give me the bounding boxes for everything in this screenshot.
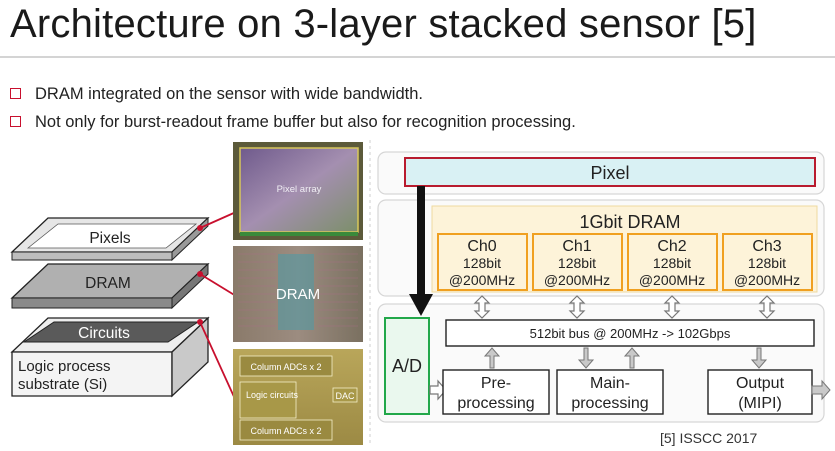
output-line1: Output: [736, 375, 785, 392]
block-diagram: Pixel 1Gbit DRAM Ch0 128bit @200MHz Ch1 …: [377, 151, 831, 423]
pixel-block: [404, 157, 816, 187]
output-out-arrow: [811, 379, 831, 401]
channel-width: 128bit: [558, 255, 596, 271]
pixel-array-label: Pixel array: [277, 184, 322, 195]
channel-name: Ch1: [562, 238, 591, 255]
preprocessing-line1: Pre-: [481, 375, 511, 392]
dac-label: DAC: [335, 391, 355, 401]
channel-frequency: @200MHz: [449, 272, 515, 288]
bus-label: 512bit bus @ 200MHz -> 102Gbps: [530, 326, 731, 341]
bus-block: [445, 319, 815, 347]
ad-label: A/D: [392, 356, 422, 376]
circuits-layer-label: Circuits: [78, 325, 130, 342]
channel-name: Ch3: [752, 238, 781, 255]
substrate-label-line2: substrate (Si): [18, 376, 107, 393]
dram-channel-ch0: Ch0 128bit @200MHz: [437, 233, 528, 291]
channel-width: 128bit: [653, 255, 691, 271]
bus-processing-arrows: [483, 347, 768, 369]
substrate-label-line1: Logic process: [18, 358, 111, 375]
dram-layer-label: DRAM: [85, 275, 131, 292]
ad-block: [384, 317, 430, 415]
pixels-layer-label: Pixels: [89, 230, 131, 247]
bullet-item: Not only for burst-readout frame buffer …: [10, 113, 576, 132]
dram-channel-ch3: Ch3 128bit @200MHz: [722, 233, 813, 291]
slide-title: Architecture on 3-layer stacked sensor […: [10, 2, 757, 46]
bullet-item: DRAM integrated on the sensor with wide …: [10, 85, 423, 104]
channel-frequency: @200MHz: [639, 272, 705, 288]
channel-frequency: @200MHz: [544, 272, 610, 288]
output-block: [707, 369, 813, 415]
preprocessing-block: [442, 369, 550, 415]
channel-frequency: @200MHz: [734, 272, 800, 288]
pixel-block-label: Pixel: [590, 163, 629, 183]
reference-footnote: [5] ISSCC 2017: [660, 430, 758, 446]
dram-die-photo: DRAM: [233, 246, 363, 342]
mainprocessing-line2: processing: [571, 395, 648, 412]
dram-channel-ch1: Ch1 128bit @200MHz: [532, 233, 623, 291]
dram-block-title: 1Gbit DRAM: [579, 212, 680, 232]
ad-to-pre-arrow: [429, 379, 447, 401]
dram-channel-ch2: Ch2 128bit @200MHz: [627, 233, 718, 291]
dram-leader-line: [199, 273, 237, 297]
mainprocessing-block: [556, 369, 664, 415]
column-adc-top-label: Column ADCs x 2: [250, 362, 321, 372]
title-divider: [0, 56, 835, 58]
channel-bus-arrows: [473, 295, 776, 319]
logic-circuits-label: Logic circuits: [246, 390, 299, 400]
square-bullet-icon: [10, 88, 21, 99]
square-bullet-icon: [10, 116, 21, 127]
logic-die-photo: Column ADCs x 2 Logic circuits DAC Colum…: [233, 349, 363, 445]
bullet-text: Not only for burst-readout frame buffer …: [35, 113, 576, 131]
channel-name: Ch2: [657, 238, 686, 255]
channel-width: 128bit: [748, 255, 786, 271]
dram-die-label: DRAM: [276, 286, 320, 303]
bullet-text: DRAM integrated on the sensor with wide …: [35, 85, 423, 103]
pixel-to-ad-arrow: [417, 186, 425, 296]
column-adc-bottom-label: Column ADCs x 2: [250, 426, 321, 436]
mainprocessing-line1: Main-: [590, 375, 630, 392]
output-line2: (MIPI): [738, 395, 782, 412]
pixel-array-die-photo: Pixel array: [233, 142, 363, 240]
pixel-leader-line: [199, 211, 237, 229]
stacked-sensor-illustration: Circuits Logic process substrate (Si) DR…: [10, 211, 241, 411]
preprocessing-line2: processing: [457, 395, 534, 412]
channel-width: 128bit: [463, 255, 501, 271]
channel-name: Ch0: [467, 238, 496, 255]
